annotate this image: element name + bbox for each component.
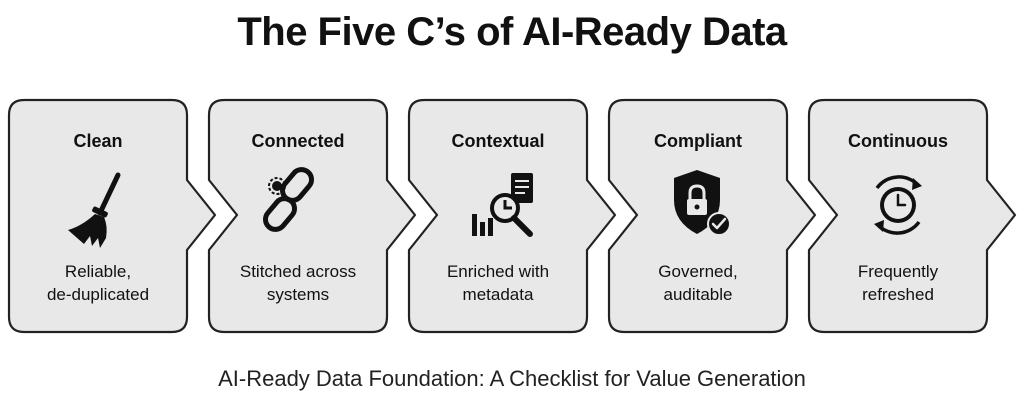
diagram-caption: AI-Ready Data Foundation: A Checklist fo…	[218, 366, 806, 391]
step-description-line1: Frequently	[858, 262, 939, 281]
step-compliant: Compliant Governed, auditable	[607, 98, 817, 334]
step-heading: Contextual	[451, 131, 544, 151]
step-description-line2: systems	[267, 285, 329, 304]
step-continuous: Continuous Frequently refreshed	[807, 98, 1017, 334]
magnifier-report-icon	[472, 173, 533, 237]
chain-link-icon	[263, 167, 314, 232]
page-title: The Five C’s of AI-Ready Data	[237, 10, 787, 54]
broom-icon	[68, 172, 121, 248]
step-heading: Clean	[73, 131, 122, 151]
step-card	[207, 98, 417, 334]
step-heading: Continuous	[848, 131, 948, 151]
step-description-line1: Governed,	[658, 262, 737, 281]
step-clean: Clean Reliable, de-duplicated	[7, 98, 217, 334]
step-description-line2: metadata	[463, 285, 534, 304]
step-contextual: Contextual Enriched with metadata	[407, 98, 617, 334]
shield-lock-icon	[674, 170, 731, 236]
step-connected: Connected Stitched across systems	[207, 98, 417, 334]
step-description-line2: refreshed	[862, 285, 934, 304]
clock-refresh-icon	[874, 175, 922, 235]
step-description-line1: Reliable,	[65, 262, 131, 281]
step-description-line1: Enriched with	[447, 262, 549, 281]
step-description-line2: de-duplicated	[47, 285, 149, 304]
step-card	[7, 98, 217, 334]
step-heading: Compliant	[654, 131, 742, 151]
step-description-line1: Stitched across	[240, 262, 356, 281]
step-heading: Connected	[251, 131, 344, 151]
step-description-line2: auditable	[663, 285, 732, 304]
